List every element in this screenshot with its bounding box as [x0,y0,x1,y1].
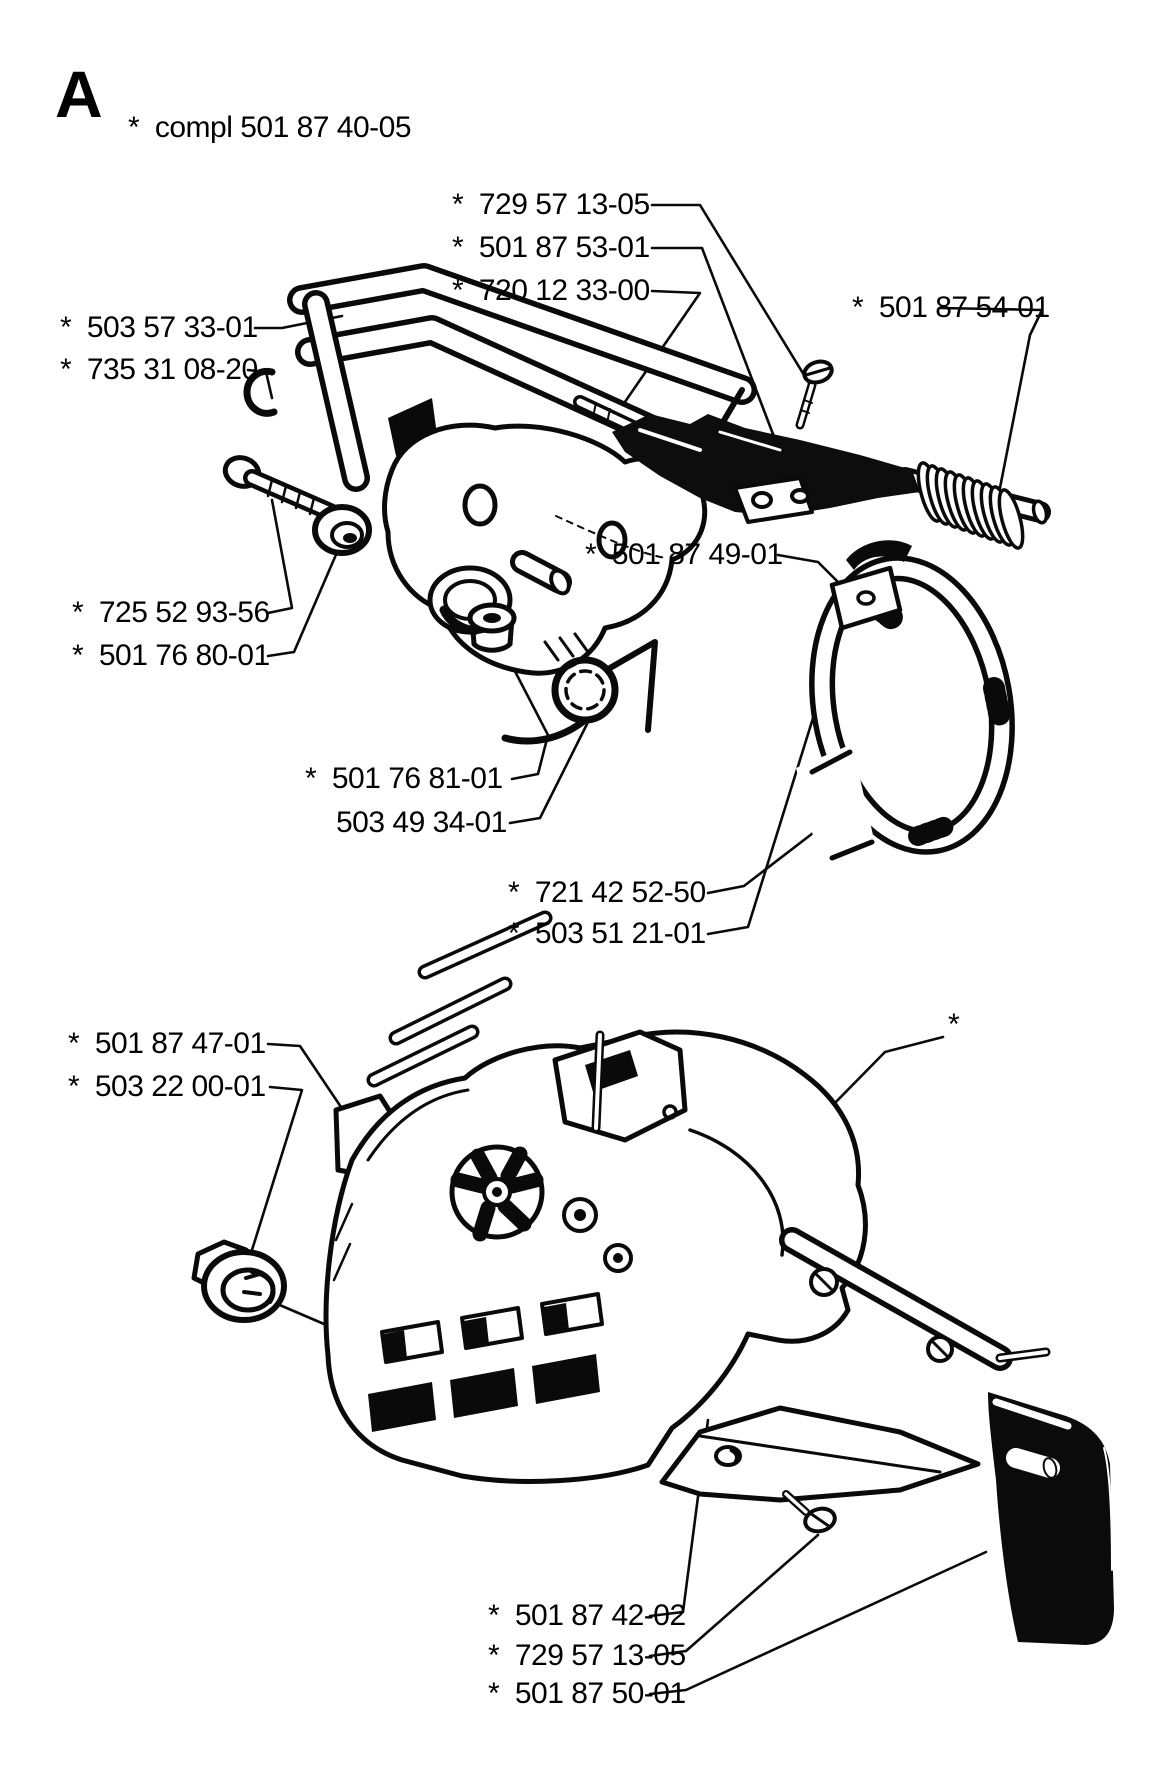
circlip [243,367,278,417]
part-label-501-87-47-01: * 501 87 47-01 [68,1027,266,1060]
part-label-501-87-54-01: * 501 87 54-01 [852,291,1050,324]
pivot-pin [510,550,572,596]
part-label-501-87-42-02: * 501 87 42-02 [488,1599,686,1632]
mounting-screw [782,1490,837,1534]
part-label-721-42-52-50: * 721 42 52-50 [508,876,706,909]
chain-guard-cover [988,1392,1114,1645]
clutch-cover [323,1029,868,1484]
knob [467,602,517,653]
brake-band [796,540,1015,864]
cover-strips [366,910,553,1088]
torsion-spring [501,639,658,745]
part-label-501-76-80-01: * 501 76 80-01 [72,639,270,672]
part-label-720-12-33-00: * 720 12 33-00 [452,274,650,307]
part-label-501-87-53-01: * 501 87 53-01 [452,231,650,264]
detent-screw [795,359,834,430]
guide-plate [659,1405,981,1503]
section-letter: A [55,57,103,131]
brake-housing [382,422,708,676]
compl-note: * compl 501 87 40-05 [128,111,412,144]
link-pin [573,395,642,435]
sprocket [449,1144,545,1242]
coil-spring [916,461,1025,550]
bolt [222,455,339,521]
part-label-503-22-00-01: * 503 22 00-01 [68,1070,266,1103]
part-label-501-76-81-01: * 501 76 81-01 [305,762,503,795]
part-label-asterisk: * [948,1008,960,1041]
bar-nut [191,1239,287,1323]
part-label-503-51-21-01: * 503 51 21-01 [508,917,706,950]
part-label-503-49-34-01: 503 49 34-01 [336,806,507,839]
washer-bushing [312,504,372,556]
part-label-729-57-13-05-bottom: * 729 57 13-05 [488,1639,686,1672]
part-label-501-87-49-01: * 501 87 49-01 [585,538,783,571]
side-plate-bar [779,1227,1051,1371]
part-label-729-57-13-05-top: * 729 57 13-05 [452,188,650,221]
part-label-735-31-08-20: * 735 31 08-20 [60,353,258,386]
part-label-725-52-93-56: * 725 52 93-56 [72,596,270,629]
vent-slots-upper [380,1292,604,1364]
vent-slots-lower [368,1354,600,1432]
part-label-501-87-50-01: * 501 87 50-01 [488,1677,686,1710]
part-label-503-57-33-01: * 503 57 33-01 [60,311,258,344]
